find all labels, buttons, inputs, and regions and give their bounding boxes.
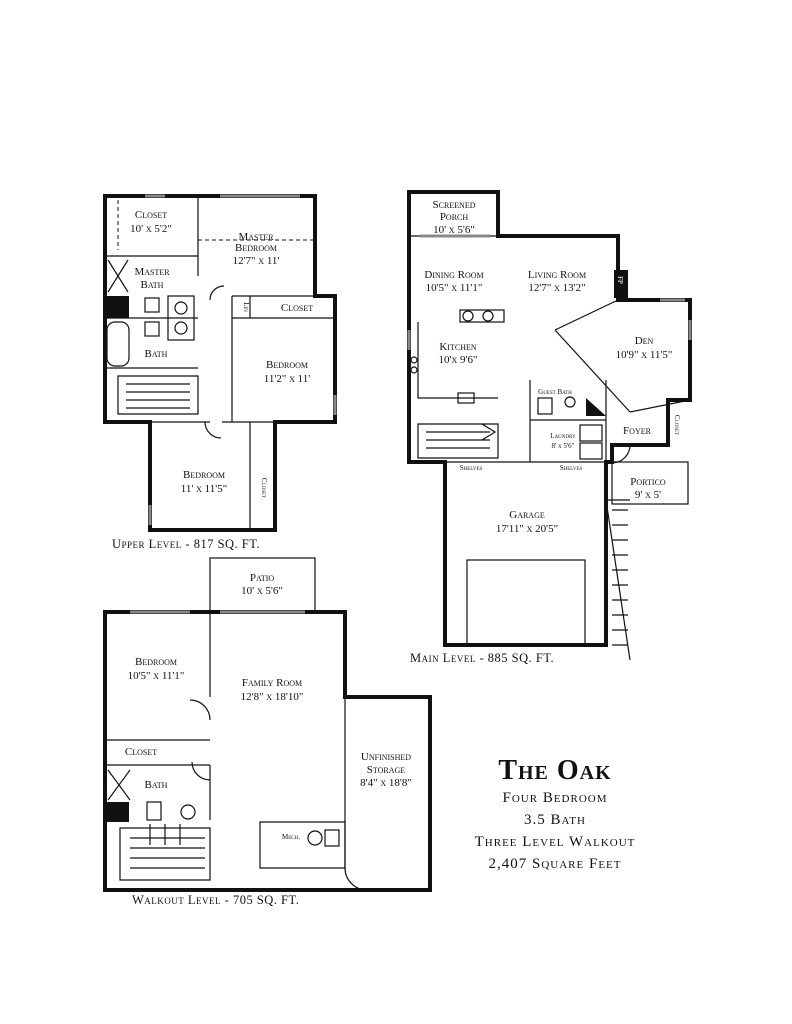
laundry-size: 8' x 5'6" <box>552 442 575 450</box>
shelves2-label: Shelves <box>560 464 583 472</box>
main-level-caption: Main Level - 885 SQ. FT. <box>410 651 554 665</box>
garage-label: Garage <box>509 509 545 521</box>
walkout-closet-label: Closet <box>125 746 157 758</box>
master-bath-label-2: Bath <box>141 279 164 291</box>
linen-label: Lin <box>242 302 250 312</box>
master-bedroom-label-2: Bedroom <box>235 242 277 254</box>
bedroom-count: Four Bedroom <box>502 790 608 806</box>
walkout-level-caption: Walkout Level - 705 SQ. FT. <box>132 893 299 907</box>
level-description: Three Level Walkout <box>474 834 636 850</box>
family-room-size: 12'8" x 18'10" <box>241 691 304 703</box>
master-bedroom-label: Master <box>238 231 274 243</box>
living-room-size: 12'7" x 13'2" <box>528 282 585 294</box>
patio-size: 10' x 5'6" <box>241 585 283 597</box>
main-level-labels: Screened Porch 10' x 5'6" Dining Room 10… <box>410 199 681 665</box>
upper-level-labels: Closet 10' x 5'2" Master Bedroom 12'7" x… <box>112 209 313 551</box>
shelves1-label: Shelves <box>460 464 483 472</box>
foyer-closet-label: Closet <box>673 415 681 435</box>
storage-label: Unfinished <box>361 751 411 763</box>
upper-level-caption: Upper Level - 817 SQ. FT. <box>112 537 260 551</box>
mechanical-label: Mech. <box>282 833 300 841</box>
dining-room-size: 10'5" x 11'1" <box>426 282 483 294</box>
bath-count: 3.5 Bath <box>524 812 586 828</box>
closet-label: Closet <box>135 209 167 221</box>
bedroom2-label: Bedroom <box>183 469 225 481</box>
upper-level-plan <box>103 194 337 532</box>
family-room-label: Family Room <box>242 677 302 689</box>
kitchen-size: 10'x 9'6" <box>439 354 478 366</box>
master-bedroom-size: 12'7" x 11' <box>233 255 280 267</box>
walkout-level-labels: Patio 10' x 5'6" Bedroom 10'5" x 11'1" F… <box>125 572 412 907</box>
patio-label: Patio <box>250 572 275 584</box>
main-level-plan <box>407 190 692 661</box>
bedroom1-size: 11'2" x 11' <box>264 373 310 385</box>
closet2-label: Closet <box>281 302 313 314</box>
walkout-bedroom-size: 10'5" x 11'1" <box>128 670 185 682</box>
bedroom2-size: 11' x 11'5" <box>181 483 227 495</box>
screened-porch-size: 10' x 5'6" <box>433 224 475 236</box>
closet-size: 10' x 5'2" <box>130 223 172 235</box>
kitchen-label: Kitchen <box>439 341 476 353</box>
walkout-level-plan <box>103 557 432 892</box>
total-square-feet: 2,407 Square Feet <box>488 856 622 872</box>
closet3-label: Closet <box>260 478 268 498</box>
den-size: 10'9" x 11'5" <box>616 349 673 361</box>
screened-porch-label: Screened <box>432 199 475 211</box>
laundry-label: Laundry <box>550 432 576 440</box>
garage-size: 17'11" x 20'5" <box>496 523 558 535</box>
master-bath-label: Master <box>134 266 170 278</box>
plan-summary: The Oak Four Bedroom 3.5 Bath Three Leve… <box>440 755 670 875</box>
living-room-label: Living Room <box>528 269 586 281</box>
walkout-bath-label: Bath <box>145 779 168 791</box>
dining-room-label: Dining Room <box>424 269 483 281</box>
bedroom1-label: Bedroom <box>266 359 308 371</box>
screened-porch-label-2: Porch <box>440 211 469 223</box>
guest-bath-label: Guest Bath <box>538 388 572 396</box>
plan-name: The Oak <box>498 755 612 786</box>
storage-label-2: Storage <box>367 764 406 776</box>
storage-size: 8'4" x 18'8" <box>360 777 412 789</box>
portico-label: Portico <box>630 476 666 488</box>
den-label: Den <box>635 335 654 347</box>
walkout-bedroom-label: Bedroom <box>135 656 177 668</box>
foyer-label: Foyer <box>623 425 652 437</box>
bath-label: Bath <box>145 348 168 360</box>
portico-size: 9' x 5' <box>635 489 661 501</box>
fireplace-label: FP <box>616 276 624 284</box>
